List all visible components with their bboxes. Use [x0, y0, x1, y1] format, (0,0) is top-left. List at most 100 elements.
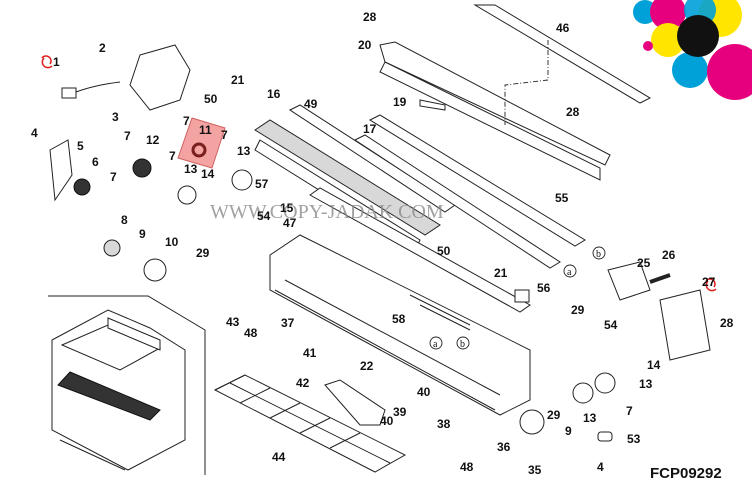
logo-circle-black — [677, 15, 719, 57]
cmyk-logo — [633, 0, 752, 100]
callout: 13 — [639, 377, 653, 391]
callout: 21 — [231, 73, 245, 87]
callout: 7 — [169, 149, 176, 163]
part-56-guide — [514, 289, 530, 303]
part-roller-lower — [309, 187, 531, 313]
part-11-gear — [191, 142, 207, 158]
part-8-gear — [103, 239, 121, 257]
callout: 54 — [257, 209, 271, 223]
callout: 26 — [662, 248, 676, 262]
part-3-bracket — [129, 44, 191, 111]
connector-b-bottom: b — [456, 336, 470, 350]
part-25-sensor — [607, 261, 651, 301]
callout: 28 — [720, 316, 734, 330]
callout: 46 — [556, 21, 570, 35]
callout: 41 — [303, 346, 317, 360]
logo-circle-yellow — [651, 23, 685, 57]
callout: 49 — [304, 97, 318, 111]
part-5-plate — [49, 139, 73, 202]
callout: 48 — [244, 326, 258, 340]
connector-b-top: b — [592, 246, 606, 260]
callout: 25 — [637, 256, 651, 270]
top-cover-group — [379, 4, 652, 181]
callout: 47 — [283, 216, 297, 230]
connector-a-bottom: a — [429, 336, 443, 350]
watermark-text: WWW.COPY-JADAK.COM — [210, 201, 444, 223]
callout: 53 — [627, 432, 641, 446]
callout: 20 — [358, 38, 372, 52]
part-17-paddle-2 — [353, 134, 561, 269]
svg-text:b: b — [596, 249, 601, 260]
callout: 29 — [196, 246, 210, 260]
callout: 17 — [363, 122, 377, 136]
part-13-roller-a — [177, 185, 197, 205]
callout: 50 — [204, 92, 218, 106]
part-44-filter — [213, 374, 407, 473]
part-1-harness — [61, 87, 77, 99]
callout: 40 — [380, 414, 394, 428]
logo-circle-cyan-small — [633, 0, 657, 24]
callout: 12 — [146, 133, 160, 147]
callout: 29 — [547, 408, 561, 422]
svg-text:a: a — [433, 339, 438, 350]
callout: 13 — [184, 162, 198, 176]
part-12-gear — [132, 158, 152, 178]
callout: 54 — [604, 318, 618, 332]
diagram-code: FCP09292 — [650, 465, 722, 482]
connector-a-top: a — [563, 264, 577, 278]
logo-circle-cyan — [672, 52, 708, 88]
callout-labels: 1 2 3 4 5 6 7 7 7 7 7 8 9 10 11 12 13 13… — [31, 10, 734, 477]
callout: 44 — [272, 450, 286, 464]
callout: 21 — [494, 266, 508, 280]
callout: 35 — [528, 463, 542, 477]
roller-group — [254, 104, 586, 313]
callout: 27 — [702, 275, 716, 289]
callout: 2 — [99, 41, 106, 55]
callout: 56 — [537, 281, 551, 295]
callout: 22 — [360, 359, 374, 373]
callout: 13 — [237, 144, 251, 158]
svg-text:b: b — [460, 339, 465, 350]
callout: 11 — [199, 123, 212, 137]
callout: 10 — [165, 235, 179, 249]
callout: 16 — [267, 87, 281, 101]
part-26-spring — [649, 273, 671, 284]
callout: 40 — [417, 385, 431, 399]
callout: 9 — [139, 227, 146, 241]
callout: 7 — [183, 114, 190, 128]
callout: 14 — [201, 167, 215, 181]
callout: 3 — [112, 110, 119, 124]
callout: 37 — [281, 316, 295, 330]
logo-circle-magenta-large — [707, 44, 752, 100]
callout: 4 — [31, 126, 38, 140]
logo-circle-magenta-dot — [643, 41, 653, 51]
callout: 8 — [121, 213, 128, 227]
callout: 7 — [221, 128, 228, 142]
part-13-roller-d — [572, 382, 594, 404]
left-small-parts — [49, 44, 711, 442]
callout: 13 — [583, 411, 597, 425]
part-53-roller — [597, 431, 613, 442]
callout: 29 — [571, 303, 585, 317]
callout: 5 — [77, 139, 84, 153]
callout: 42 — [296, 376, 310, 390]
part-19-plate — [419, 99, 446, 111]
callout: 7 — [110, 170, 117, 184]
callout: 36 — [497, 440, 511, 454]
callout: 14 — [647, 358, 661, 372]
callout: 55 — [555, 191, 569, 205]
callout: 39 — [393, 405, 407, 419]
callout: 15 — [280, 201, 294, 215]
svg-text:a: a — [567, 267, 572, 278]
part-36-gear — [519, 409, 545, 435]
callout: 19 — [393, 95, 407, 109]
printer-inset — [48, 295, 206, 475]
main-frame — [269, 234, 531, 416]
logo-circle-magenta — [650, 0, 686, 30]
replace-icon-1 — [41, 55, 53, 69]
callout: 7 — [124, 129, 131, 143]
callout: 4 — [597, 460, 604, 474]
callout: 48 — [460, 460, 474, 474]
